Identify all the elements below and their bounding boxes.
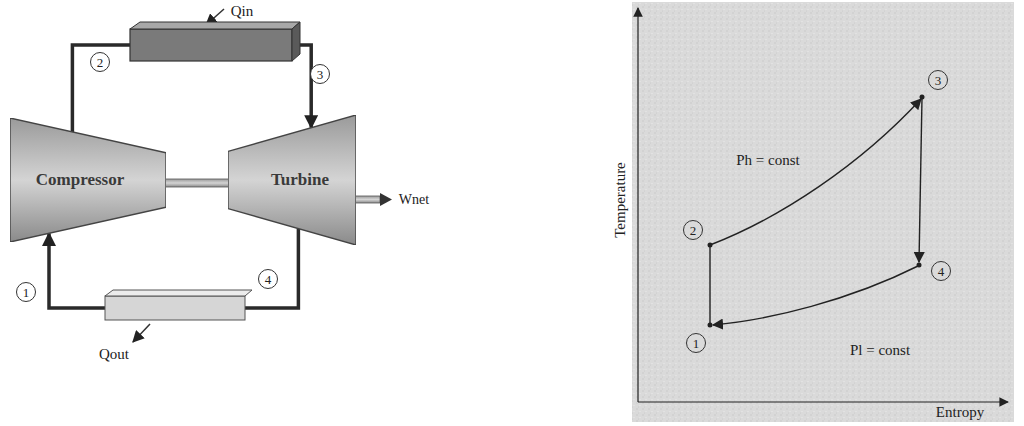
state-number: 3: [310, 64, 330, 84]
state-number: 1: [686, 333, 706, 353]
cooler-top: [105, 290, 252, 296]
label-text: Pl = const: [850, 343, 910, 358]
state-point: [708, 243, 713, 248]
state-number: 4: [258, 269, 278, 289]
flow-pipe: [49, 229, 298, 308]
process-curve: [713, 266, 918, 325]
state-point: [920, 95, 925, 100]
y-axis: [637, 8, 638, 402]
cooler: [105, 296, 245, 320]
state-point: [917, 263, 922, 268]
compressor: Compressor: [10, 118, 166, 242]
label-text: Wnet: [399, 193, 429, 207]
ts-panel: [632, 2, 1014, 422]
process-line: [709, 245, 710, 325]
work-arrow: [380, 193, 392, 206]
label-text: Ph = const: [736, 153, 799, 168]
turbine: Turbine: [228, 115, 356, 245]
axis-title: Temperature: [613, 162, 628, 238]
label-text: Qin: [231, 4, 254, 19]
state-number: 4: [931, 261, 951, 281]
state-number: 2: [90, 52, 110, 72]
label-text: Qout: [99, 347, 129, 362]
process-line: [919, 98, 922, 262]
node-label: Turbine: [228, 170, 356, 190]
x-axis: [638, 401, 1008, 402]
label-text: Entropy: [936, 405, 984, 420]
state-point: [708, 323, 713, 328]
machine-body: [10, 118, 166, 242]
heater: [130, 29, 292, 61]
state-number: 2: [683, 220, 703, 240]
state-number: 3: [928, 70, 948, 90]
state-number: 1: [16, 282, 36, 302]
machine-body: [228, 115, 356, 245]
heater-top: [130, 22, 300, 29]
node-label: Compressor: [10, 170, 166, 190]
heater-side: [292, 22, 300, 61]
heat-arrow: [133, 324, 150, 342]
process-curve: [710, 99, 921, 245]
